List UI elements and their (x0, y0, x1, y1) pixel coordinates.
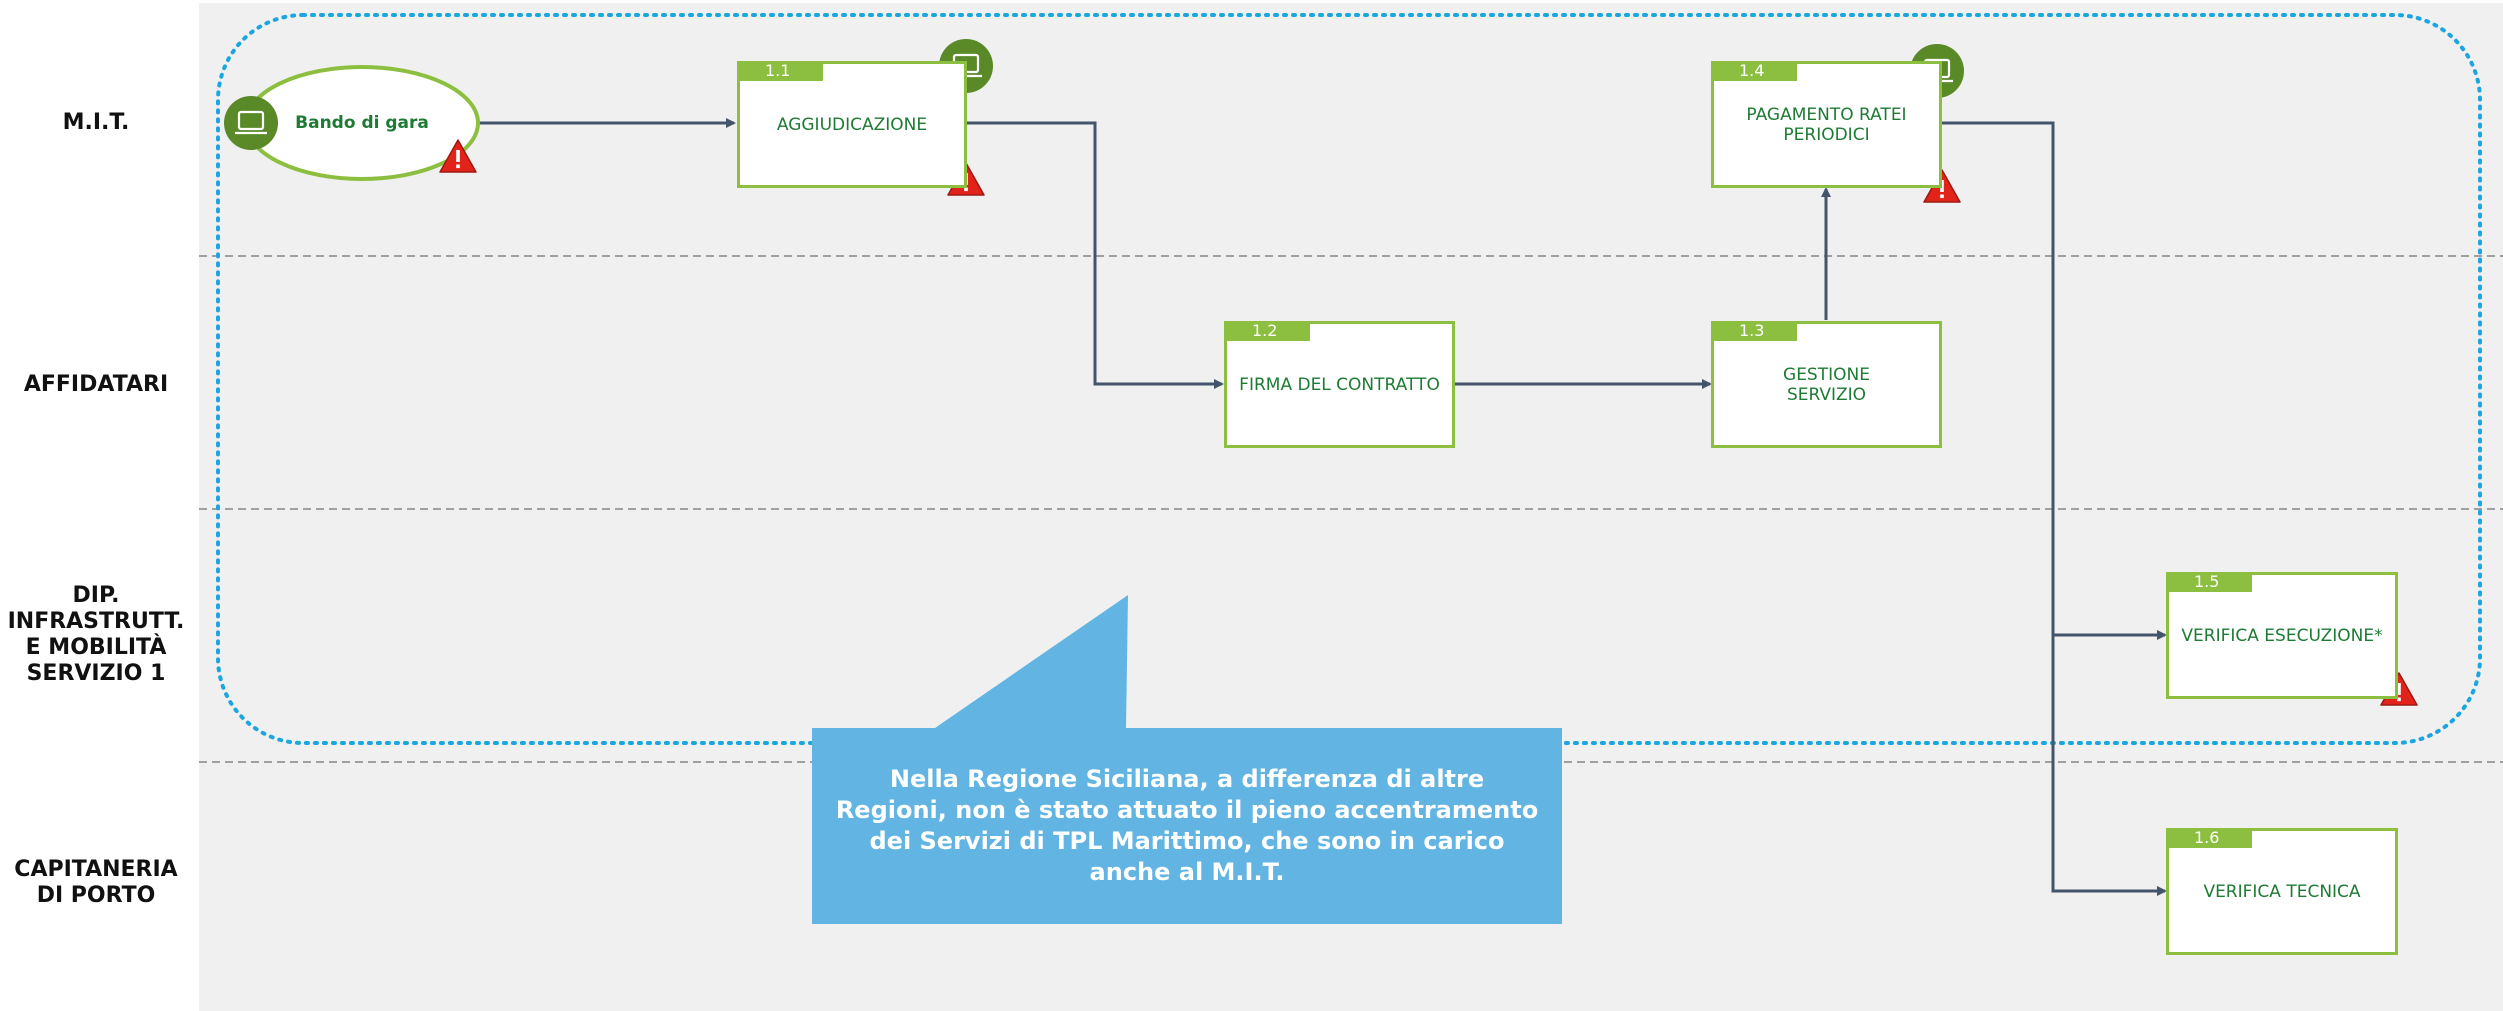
activity-id-tag: 1.5 (2166, 572, 2252, 592)
activity-label: GESTIONE SERVIZIO (1783, 364, 1870, 405)
start-event-label: Bando di gara (295, 113, 429, 133)
lane-label-capitaneria: CAPITANERIA DI PORTO (14, 857, 178, 908)
activity-id-tag: 1.6 (2166, 828, 2252, 848)
activity-1-3[interactable]: 1.3 GESTIONE SERVIZIO (1711, 321, 1942, 448)
activity-1-6[interactable]: 1.6 VERIFICA TECNICA (2166, 828, 2398, 955)
connector-1-4-to-1-5 (1942, 121, 2167, 640)
activity-label: VERIFICA TECNICA (2203, 881, 2361, 902)
activity-id-tag: 1.2 (1224, 321, 1310, 341)
activity-label: VERIFICA ESECUZIONE* (2181, 625, 2383, 646)
activity-label: FIRMA DEL CONTRATTO (1239, 374, 1440, 395)
computer-icon (224, 96, 278, 150)
activity-id-tag: 1.4 (1711, 61, 1797, 81)
connector-1-4-to-1-6 (2051, 635, 2167, 896)
activity-id-tag: 1.1 (737, 61, 823, 81)
lane-label-text: M.I.T. (62, 110, 130, 135)
activity-1-2[interactable]: 1.2 FIRMA DEL CONTRATTO (1224, 321, 1455, 448)
activity-1-4[interactable]: 1.4 PAGAMENTO RATEI PERIODICI (1711, 61, 1942, 188)
activity-id-tag: 1.3 (1711, 321, 1797, 341)
connector-1-1-to-1-2 (966, 121, 1224, 389)
lane-label-mit: M.I.T. (0, 110, 192, 136)
lane-label-dip: DIP. INFRASTRUTT. E MOBILITÀ SERVIZIO 1 (7, 583, 185, 686)
activity-label: PAGAMENTO RATEI PERIODICI (1746, 104, 1907, 145)
lane-label-text: AFFIDATARI (23, 372, 169, 397)
callout-text: Nella Regione Siciliana, a differenza di… (835, 765, 1539, 886)
activity-label: AGGIUDICAZIONE (776, 114, 928, 135)
lane-label-affidatari: AFFIDATARI (0, 372, 192, 398)
callout-shape (812, 595, 1562, 924)
warning-icon (439, 139, 477, 173)
activity-1-5[interactable]: 1.5 VERIFICA ESECUZIONE* (2166, 572, 2398, 699)
activity-1-1[interactable]: 1.1 AGGIUDICAZIONE (737, 61, 967, 188)
callout-note: Nella Regione Siciliana, a differenza di… (812, 728, 1562, 924)
